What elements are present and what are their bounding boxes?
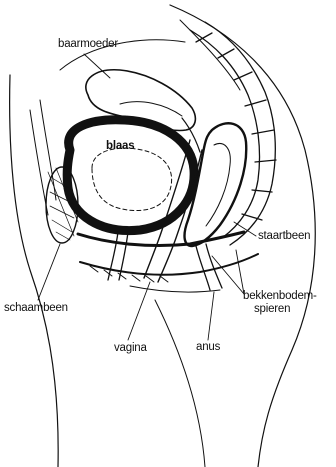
label-vagina: vagina	[114, 342, 147, 355]
leader-anus	[208, 292, 214, 340]
label-blaas: blaas	[106, 140, 134, 153]
label-anus: anus	[196, 341, 220, 354]
label-bekkenbodem-line2: spieren	[254, 303, 290, 316]
label-staartbeen: staartbeen	[258, 230, 310, 243]
bladder-wall	[67, 120, 194, 231]
inner-cavity-line-2	[180, 20, 240, 90]
label-schaambeen: schaambeen	[4, 302, 68, 315]
uterus-inner	[120, 102, 182, 116]
anal-canal-2	[206, 244, 222, 288]
label-bekkenbodem-line1: bekkenbodem-	[243, 290, 317, 303]
leader-baarmoeder	[84, 54, 110, 78]
perineum-line	[130, 286, 220, 292]
leader-vagina	[128, 282, 150, 340]
sacrum-coccyx	[190, 22, 276, 245]
bladder-lumen	[92, 148, 172, 210]
leader-schaambeen	[38, 244, 60, 300]
front-wall-line	[30, 110, 48, 215]
thigh-line	[155, 300, 205, 467]
label-baarmoeder: baarmoeder	[58, 38, 118, 51]
leader-bekkenbodem-2	[236, 250, 244, 294]
urethra	[108, 232, 118, 280]
